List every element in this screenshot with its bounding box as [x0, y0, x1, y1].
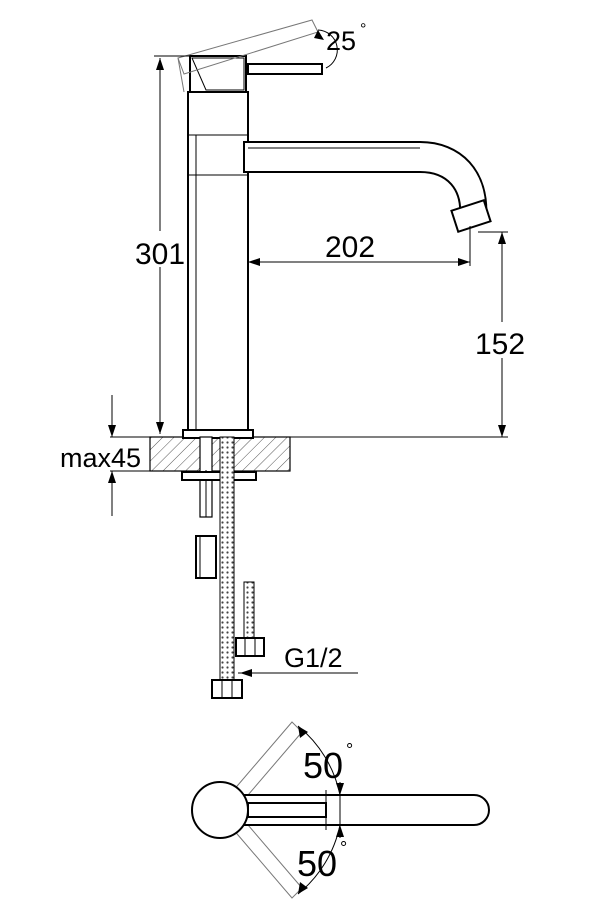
- label-spout-reach: 202: [325, 231, 375, 264]
- thread-callout: [238, 669, 358, 677]
- handle-ghost-front: [231, 817, 303, 899]
- dimension-labels: 25 ° 301 202 152 max45 G1/2 50 ° 50 °: [60, 21, 528, 884]
- faucet-body: [187, 91, 249, 433]
- label-connection-thread: G1/2: [284, 643, 343, 673]
- aerator: [450, 199, 492, 233]
- label-swivel-front: 50: [297, 843, 337, 884]
- spout: [243, 141, 488, 222]
- hose-nut-left: [211, 679, 243, 699]
- label-handle-angle: 25: [326, 26, 356, 56]
- flexible-hose-right: [243, 581, 255, 643]
- handle-top-view: [247, 802, 327, 818]
- cartridge-head: [189, 55, 247, 93]
- fixing-plate: [181, 471, 257, 481]
- side-elevation: [108, 19, 508, 699]
- body-base-ring: [182, 429, 254, 439]
- handle-angle-arc: [317, 29, 338, 69]
- dimension-spout-reach: [248, 226, 471, 266]
- label-swivel-back: 50: [303, 745, 343, 786]
- hose-nut-right: [235, 637, 265, 657]
- dimension-counter-thickness: [108, 395, 150, 516]
- handle-ghost-back: [231, 721, 303, 803]
- degree-symbol-swivel-front: °: [340, 838, 347, 858]
- label-counter-thickness: max45: [60, 443, 141, 473]
- body-top-view: [191, 781, 249, 839]
- label-overall-height: 301: [135, 238, 185, 271]
- flexible-hose-left: [219, 436, 235, 688]
- label-spout-height: 152: [475, 328, 525, 361]
- fixing-nut: [195, 535, 217, 579]
- top-view: [191, 721, 490, 899]
- degree-symbol-swivel-back: °: [346, 740, 353, 760]
- handle-lever: [247, 63, 323, 75]
- degree-symbol-handle: °: [360, 21, 366, 38]
